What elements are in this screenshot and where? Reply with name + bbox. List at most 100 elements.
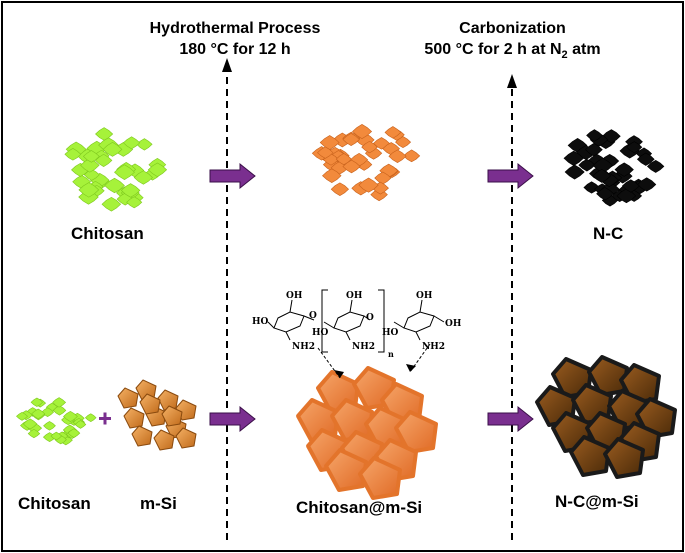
particle <box>120 183 141 198</box>
particle <box>30 397 44 407</box>
particle <box>22 418 38 430</box>
hydrothermal-chitosan-particles <box>311 124 421 202</box>
particle <box>78 182 100 198</box>
divider-arrowhead-icon <box>222 58 232 72</box>
particle <box>358 177 379 193</box>
msi-particles <box>117 379 197 451</box>
particle <box>626 141 643 154</box>
particle <box>101 196 122 212</box>
particle <box>63 410 78 422</box>
particle <box>322 168 342 183</box>
crystal <box>603 437 645 479</box>
hydrothermal-title: Hydrothermal Process <box>149 20 321 37</box>
particle <box>67 428 81 438</box>
particle <box>27 428 41 439</box>
particle <box>31 408 46 420</box>
chitosan-particles <box>64 127 168 212</box>
particle <box>621 179 640 193</box>
arrow-top-1-icon <box>209 162 256 190</box>
chitosan-msi-particles <box>296 366 438 500</box>
particle <box>342 159 361 174</box>
struct-label: OH <box>346 291 363 301</box>
particle <box>74 420 87 429</box>
particle <box>361 140 378 154</box>
struct-label: OH <box>286 291 303 301</box>
struct-label: NH2 <box>422 342 445 352</box>
particle <box>352 124 373 139</box>
arrow-bottom-1-icon <box>209 405 256 433</box>
carbonization-condition: 500 °C for 2 h at N2 atm <box>424 41 601 62</box>
crystal <box>175 427 197 449</box>
divider-arrowhead-icon <box>507 74 517 88</box>
particle <box>114 164 135 180</box>
particle <box>133 170 153 185</box>
particle <box>646 159 665 173</box>
particle <box>319 135 340 150</box>
struct-label: NH2 <box>352 342 375 352</box>
crystal <box>153 429 175 451</box>
particle <box>384 126 402 139</box>
hydrothermal-header: Hydrothermal Process 180 °C for 12 h <box>125 18 345 60</box>
particle <box>83 168 100 181</box>
particle <box>374 171 392 185</box>
particle <box>16 411 28 421</box>
particle <box>395 136 412 149</box>
crystal <box>135 379 157 401</box>
particle <box>596 187 614 201</box>
nc-msi-label: N-C@m-Si <box>555 492 639 511</box>
chitosan-chemical-structure <box>267 289 445 379</box>
msi-label: m-Si <box>140 494 177 513</box>
struct-label: HO <box>312 328 329 338</box>
particle <box>95 127 114 141</box>
struct-label: OH <box>445 319 462 329</box>
chitosan-small-particles <box>16 397 97 446</box>
particle <box>335 153 352 166</box>
crystal <box>157 389 179 411</box>
carbonization-divider <box>507 74 517 540</box>
particle <box>82 150 100 163</box>
plus-icon <box>99 412 111 425</box>
particle <box>592 168 612 183</box>
hydrothermal-divider <box>222 58 232 540</box>
chitosan-bottom-label: Chitosan <box>18 494 91 513</box>
crystal <box>123 407 145 429</box>
particle <box>102 142 123 157</box>
chitosan-label: Chitosan <box>71 224 144 243</box>
carbonization-header: Carbonization 500 °C for 2 h at N2 atm <box>395 18 630 62</box>
particle <box>586 129 603 142</box>
particle <box>592 157 614 174</box>
nc-particles <box>563 129 665 207</box>
crystal <box>131 425 153 447</box>
particle <box>94 153 113 167</box>
arrow-bottom-2-icon <box>487 405 534 433</box>
struct-label: O <box>366 313 374 323</box>
particle <box>317 146 334 159</box>
chitosan-msi-label: Chitosan@m-Si <box>296 498 423 517</box>
struct-label: NH2 <box>292 342 315 352</box>
arrow-top-2-icon <box>487 162 534 190</box>
particle <box>136 138 153 151</box>
crystal <box>161 405 183 427</box>
struct-label: O <box>309 311 317 321</box>
particle <box>578 158 596 172</box>
structure-pointer-icon <box>334 370 344 378</box>
particle <box>563 150 584 166</box>
nc-msi-particles <box>535 355 677 479</box>
nc-label: N-C <box>593 224 624 243</box>
particle <box>614 162 634 177</box>
particle <box>43 421 56 431</box>
particle <box>64 148 82 161</box>
structure-pointer-icon <box>406 364 416 372</box>
crystal <box>139 393 161 415</box>
particle <box>122 136 141 150</box>
particle <box>104 177 125 194</box>
crystal <box>358 456 402 500</box>
struct-label: HO <box>382 328 399 338</box>
hydrothermal-condition: 180 °C for 12 h <box>179 41 291 58</box>
particle <box>52 397 67 408</box>
crystal <box>117 387 139 409</box>
struct-label: OH <box>416 291 433 301</box>
particle <box>147 162 168 177</box>
